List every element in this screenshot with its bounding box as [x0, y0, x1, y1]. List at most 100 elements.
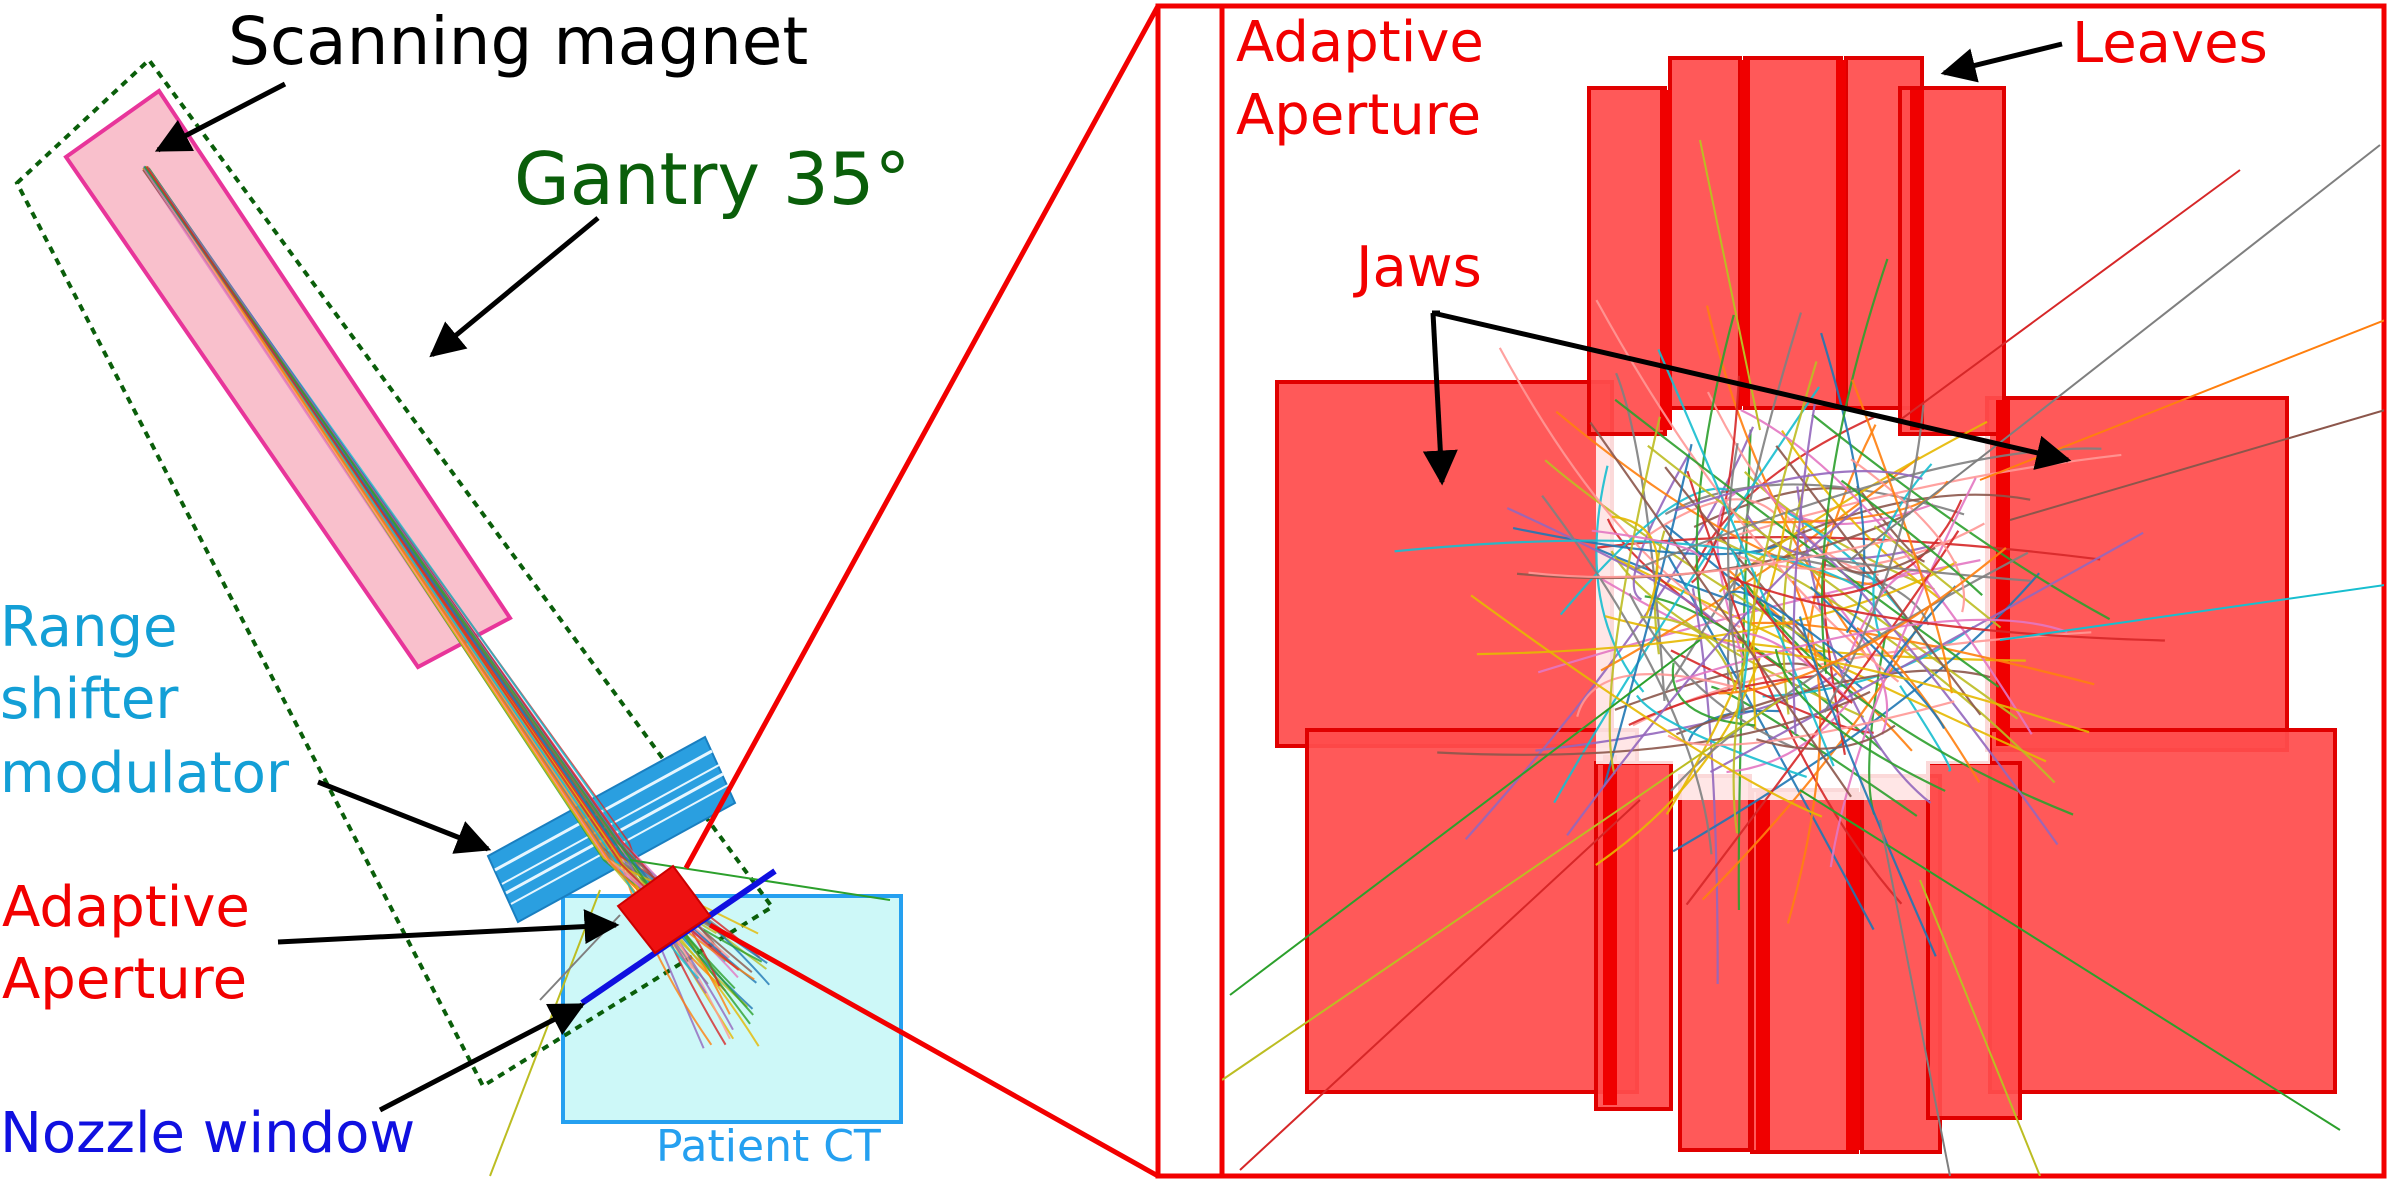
jaws-arrow-right	[1432, 310, 2072, 470]
range-shifter-label: Range shifter modulator	[0, 595, 290, 806]
particle-track	[1709, 531, 2144, 773]
particle-track	[1666, 554, 1875, 931]
particle-track	[1535, 672, 1838, 752]
particle-track	[1718, 420, 1988, 593]
particle-track	[1541, 495, 1713, 855]
particle-track	[1774, 648, 1946, 792]
particle-track	[1589, 421, 1852, 798]
zoom-connector-bottom	[708, 922, 1160, 1179]
particle-track	[1840, 479, 1983, 597]
particle-track	[1628, 592, 1795, 749]
particle-track	[1657, 349, 1835, 767]
particle-track	[1636, 694, 1808, 778]
particle-track	[1712, 536, 2056, 784]
escaping-track	[1799, 789, 2341, 1131]
particle-track	[1595, 465, 1645, 693]
escaping-track	[1919, 879, 2041, 1176]
nozzle-window-arrow	[378, 1002, 586, 1113]
escaping-track	[1999, 584, 2384, 641]
particle-track	[1611, 515, 1659, 616]
particle-track	[1811, 413, 2111, 621]
particle-track	[1615, 372, 1666, 701]
scanning-magnet-arrow	[154, 81, 287, 153]
particle-track	[1742, 631, 1849, 700]
escaping-track	[1229, 639, 1701, 996]
particle-track	[1685, 530, 1960, 906]
zoom-connector-top	[683, 4, 1161, 870]
particle-track	[1675, 618, 2068, 683]
scatter-track	[489, 889, 601, 1177]
gantry-label: Gantry 35°	[514, 137, 911, 221]
particle-track	[1559, 487, 1729, 616]
particle-track	[1834, 546, 1936, 574]
particle-track	[1873, 525, 2002, 629]
particle-track	[1692, 414, 1878, 571]
particle-track	[1820, 258, 1889, 674]
beam-tracks	[142, 165, 891, 1177]
patient-ct-label: Patient CT	[656, 1121, 881, 1172]
particle-track	[1823, 404, 1925, 713]
escaping-track	[1849, 144, 2381, 561]
adaptive-aperture-label: Adaptive Aperture	[2, 875, 268, 1012]
particle-track	[1670, 649, 1874, 734]
particle-track	[1614, 398, 2000, 688]
particle-track	[1595, 657, 1761, 866]
particle-track	[1792, 399, 1817, 735]
zoom-title: Adaptive Aperture	[1236, 10, 1502, 148]
particle-track	[1718, 547, 2007, 695]
particle-track	[1476, 561, 1957, 656]
particle-track	[1576, 673, 1746, 717]
particle-track	[1726, 698, 1853, 774]
nozzle-window-label: Nozzle window	[0, 1101, 415, 1166]
zoom-frame-left-tab	[1155, 3, 1225, 1179]
escaping-track	[1699, 139, 1761, 431]
escaping-track	[1239, 799, 1641, 1171]
particle-track	[1394, 539, 1866, 593]
particle-track	[1470, 594, 1823, 818]
jaws-label: Jaws	[1353, 235, 1482, 300]
particle-track	[1664, 483, 1965, 516]
particle-track	[1691, 588, 1719, 985]
particle-track	[1745, 582, 2074, 816]
particle-track	[1736, 649, 2090, 734]
particle-track	[1640, 616, 1738, 693]
particle-track	[1872, 463, 1933, 639]
escaping-track	[1879, 819, 1951, 1176]
gantry-arrow	[429, 216, 600, 358]
particle-track	[1498, 347, 1741, 629]
particle-track	[1868, 631, 1888, 815]
particle-track	[1794, 550, 2031, 582]
gantry-outline	[14, 57, 775, 1089]
particle-track	[1851, 379, 1953, 694]
range-shifter-arrow	[317, 779, 492, 854]
particle-track	[1740, 409, 2033, 735]
particle-track	[1591, 529, 1701, 558]
particle-track	[1850, 458, 1966, 613]
particle-track	[1798, 616, 1937, 957]
particle-tracks	[1222, 139, 2384, 1176]
scanning-magnet-label: Scanning magnet	[228, 3, 808, 80]
particle-track	[1544, 459, 1829, 653]
adaptive-aperture-arrow	[277, 909, 620, 945]
escaping-track	[1222, 699, 1781, 1081]
leaves-label: Leaves	[2072, 11, 2268, 76]
particle-track	[1608, 416, 1661, 775]
escaping-track	[1899, 169, 2241, 421]
particle-track	[1632, 454, 1690, 601]
leaves-arrow	[1940, 41, 2063, 83]
escaping-track	[2009, 409, 2384, 521]
particle-track	[1781, 429, 1942, 601]
particle-track	[1553, 386, 1820, 804]
jaws-arrow-left	[1422, 312, 1458, 486]
adaptive-aperture-block	[616, 864, 712, 955]
particle-track	[1809, 586, 1946, 730]
particle-track	[1674, 470, 1923, 512]
particle-track	[1727, 443, 1746, 714]
particle-track	[1727, 575, 2165, 642]
particle-track	[1756, 724, 1896, 750]
particle-track	[1602, 443, 1693, 788]
particle-track	[1693, 487, 1852, 529]
particle-track	[1705, 305, 1871, 661]
